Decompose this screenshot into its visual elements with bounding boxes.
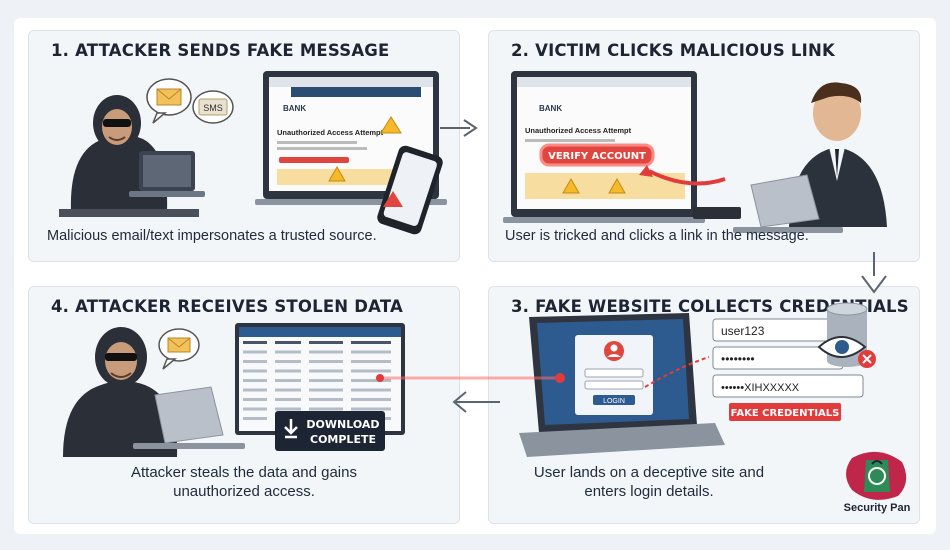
- table-cell: [351, 407, 391, 411]
- table-cell: [351, 388, 391, 392]
- step-title-1: 1. ATTACKER SENDS FAKE MESSAGE: [51, 41, 390, 60]
- sms-bubble-icon: SMS: [192, 90, 234, 124]
- table-cell: [275, 341, 301, 344]
- table-cell: [309, 379, 343, 382]
- table-cell: [275, 407, 301, 411]
- username-field-value: user123: [721, 324, 765, 338]
- download-icon: [284, 419, 298, 439]
- step-panel-1: 1. ATTACKER SENDS FAKE MESSAGE SMS BANK: [28, 30, 460, 262]
- password-field-value-2: ••••••XIHXXXXX: [721, 382, 800, 394]
- password-field-value: ••••••••: [721, 352, 755, 366]
- svg-text:LOGIN: LOGIN: [603, 398, 625, 405]
- email-bank-label-2: BANK: [539, 104, 562, 113]
- step-title-4: 4. ATTACKER RECEIVES STOLEN DATA: [51, 297, 403, 316]
- table-cell: [243, 369, 267, 373]
- table-cell: [243, 350, 267, 354]
- step-caption-2: User is tricked and clicks a link in the…: [505, 228, 809, 244]
- svg-text:DOWNLOAD: DOWNLOAD: [306, 418, 379, 431]
- fake-website-illustration: LOGIN user123 •••••••• ••••••XIHXXXXX FA…: [519, 302, 876, 457]
- table-cell: [243, 407, 267, 411]
- table-cell: [351, 398, 391, 401]
- table-cell: [351, 369, 391, 373]
- table-cell: [275, 398, 301, 401]
- download-complete-badge: DOWNLOAD COMPLETE: [275, 411, 385, 451]
- table-cell: [309, 369, 343, 373]
- sms-label: SMS: [203, 103, 223, 113]
- step-caption-3: User lands on a deceptive site and enter…: [533, 464, 765, 500]
- table-cell: [309, 388, 343, 392]
- table-cell: [275, 379, 301, 382]
- brand-name: Security Pan: [843, 502, 911, 514]
- step-panel-2: 2. VICTIM CLICKS MALICIOUS LINK BANK Una…: [488, 30, 920, 262]
- step-panel-4: 4. ATTACKER RECEIVES STOLEN DATA DOWNLOA…: [28, 286, 460, 524]
- svg-text:COMPLETE: COMPLETE: [310, 433, 376, 446]
- table-cell: [309, 350, 343, 354]
- login-button: LOGIN: [593, 395, 635, 405]
- table-cell: [351, 341, 391, 344]
- email-alert-label-2: Unauthorized Access Attempt: [525, 126, 632, 135]
- svg-text:FAKE CREDENTIALS: FAKE CREDENTIALS: [731, 408, 840, 419]
- table-cell: [351, 350, 391, 354]
- victim-illustration: BANK Unauthorized Access Attempt VERIFY …: [503, 71, 887, 233]
- attacker-illustration: SMS BANK Unauthorized Access Attempt: [59, 71, 447, 235]
- email-bubble-icon: [146, 78, 192, 124]
- table-cell: [351, 379, 391, 382]
- table-cell: [275, 388, 301, 392]
- svg-text:VERIFY ACCOUNT: VERIFY ACCOUNT: [548, 151, 646, 162]
- fake-credentials-badge: FAKE CREDENTIALS: [729, 403, 841, 421]
- email-bubble-icon-2: [158, 328, 200, 370]
- table-cell: [243, 398, 267, 401]
- table-cell: [243, 379, 267, 382]
- table-cell: [243, 341, 267, 344]
- email-bank-label: BANK: [283, 104, 306, 113]
- verify-account-button: VERIFY ACCOUNT: [539, 143, 655, 167]
- table-cell: [309, 341, 343, 344]
- table-cell: [275, 350, 301, 354]
- security-pan-logo: Security Pan: [832, 448, 922, 518]
- table-cell: [243, 360, 267, 363]
- table-cell: [309, 407, 343, 411]
- step-panel-3: 3. FAKE WEBSITE COLLECTS CREDENTIALS LOG…: [488, 286, 920, 524]
- table-cell: [351, 360, 391, 363]
- table-cell: [275, 360, 301, 363]
- table-cell: [243, 417, 267, 420]
- table-cell: [309, 360, 343, 363]
- table-cell: [243, 388, 267, 392]
- table-cell: [275, 369, 301, 373]
- step-title-3: 3. FAKE WEBSITE COLLECTS CREDENTIALS: [511, 297, 909, 316]
- step-caption-4: Attacker steals the data and gains unaut…: [131, 464, 357, 500]
- database-eye-icon: [817, 302, 876, 368]
- step-caption-1: Malicious email/text impersonates a trus…: [47, 228, 377, 244]
- step-title-2: 2. VICTIM CLICKS MALICIOUS LINK: [511, 41, 835, 60]
- attacker-data-illustration: DOWNLOAD COMPLETE: [63, 323, 405, 457]
- email-alert-label: Unauthorized Access Attempt: [277, 128, 384, 137]
- table-cell: [309, 398, 343, 401]
